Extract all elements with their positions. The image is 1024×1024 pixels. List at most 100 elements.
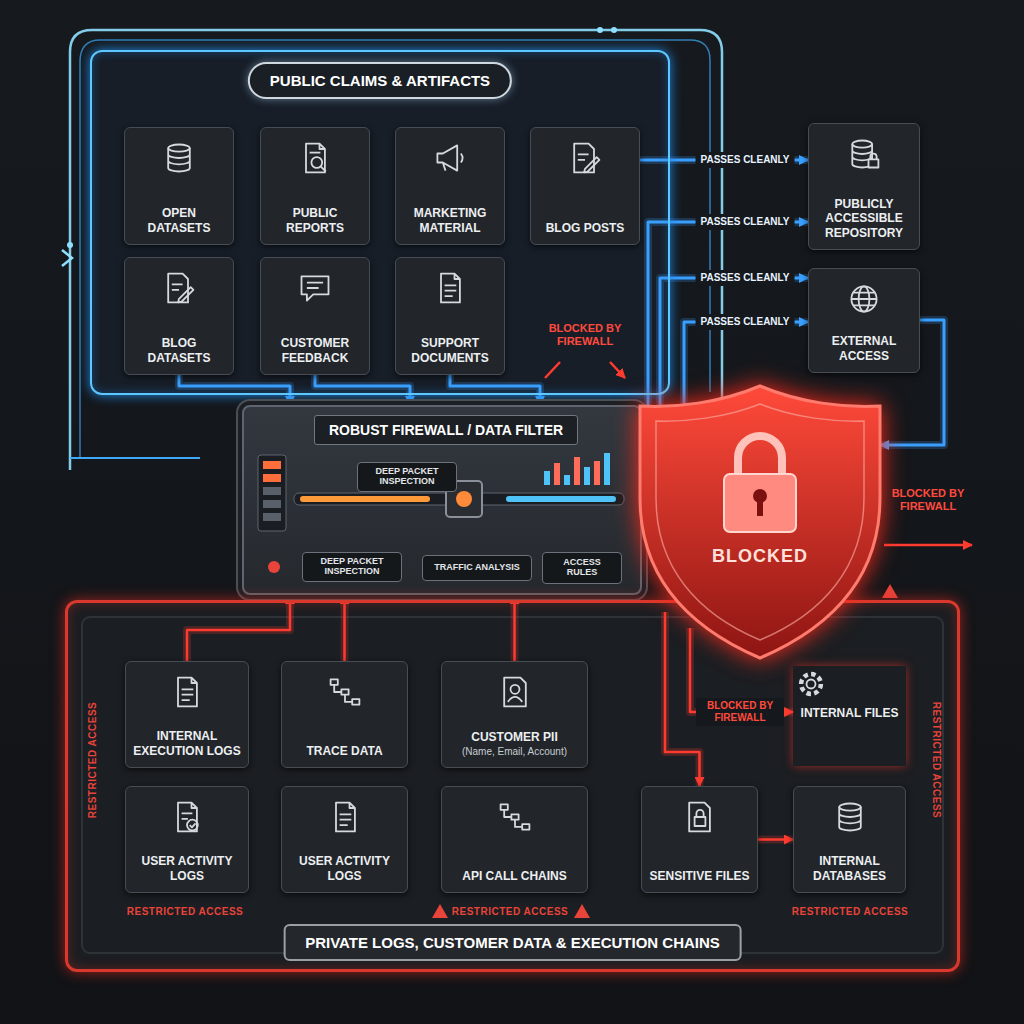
module-label: DEEP PACKET INSPECTION: [362, 467, 452, 487]
connector-glow: [758, 836, 793, 844]
gauge-bar: [263, 513, 281, 521]
text-stack: EXTERNAL ACCESS: [814, 334, 914, 363]
flow-arrow: [665, 612, 700, 786]
chart-bar: [544, 471, 550, 485]
glow-line: [70, 30, 722, 470]
icon-stroke: [500, 804, 507, 809]
blocked-arrows: [545, 362, 625, 378]
warning-triangle: [574, 904, 590, 918]
flow-arrow: [758, 838, 793, 841]
icon-stroke: [689, 803, 710, 832]
shield-art: [630, 378, 890, 663]
icon-stroke: [504, 678, 526, 707]
gauge-bar: [263, 500, 281, 508]
text-stack: INTERNAL FILES: [793, 706, 906, 720]
node-label: USER ACTIVITY LOGS: [131, 854, 243, 883]
gauge-bar: [263, 487, 281, 495]
icon-stroke: [851, 286, 876, 311]
gauge-bar: [263, 474, 281, 482]
region-title: ROBUST FIREWALL / DATA FILTER: [314, 415, 578, 445]
node-icon: [432, 140, 468, 176]
node-label: BLOG POSTS: [536, 221, 634, 235]
flow-arrow: [648, 222, 808, 408]
connector-glow: [315, 375, 410, 405]
data-box: USER ACTIVITY LOGS: [281, 786, 408, 893]
chart-bar: [574, 457, 580, 485]
edge-label: PASSES CLEANLY: [696, 270, 795, 286]
icon-stroke: [178, 287, 193, 302]
text-stack: PUBLICLY ACCESSIBLE REPOSITORY: [814, 197, 914, 240]
module-label: TRAFFIC ANALYSIS: [434, 563, 519, 573]
icon-stroke: [507, 697, 521, 702]
text-stack: PUBLIC REPORTS: [266, 206, 364, 235]
glow-dot: [611, 27, 617, 33]
chart-bar: [584, 467, 590, 485]
icon-stroke: [302, 276, 329, 300]
region-title: PRIVATE LOGS, CUSTOMER DATA & EXECUTION …: [283, 924, 742, 961]
icon-stroke: [584, 157, 599, 172]
text-stack: OPEN DATASETS: [130, 206, 228, 235]
connector-glow: [648, 222, 808, 408]
icon-stroke: [341, 689, 348, 694]
icon-stroke: [334, 685, 352, 702]
icon-stroke: [870, 154, 876, 160]
node-label: TRACE DATA: [287, 744, 402, 758]
status-light: [268, 561, 280, 573]
text-stack: INTERNAL EXECUTION LOGS: [131, 729, 243, 758]
restricted-tag: RESTRICTED ACCESS: [87, 702, 98, 818]
icon-stroke: [168, 145, 190, 152]
glow-line: [70, 457, 200, 459]
blocked-note: BLOCKED BY FIREWALL: [539, 322, 631, 348]
restricted-box: INTERNAL FILES: [793, 666, 906, 766]
lock-shackle: [738, 436, 782, 476]
data-box: TRACE DATA: [281, 661, 408, 768]
node-label: PUBLICLY ACCESSIBLE REPOSITORY: [814, 197, 914, 240]
icon-stroke: [869, 159, 879, 167]
gauge-bar: [263, 461, 281, 469]
data-box: SENSITIVE FILES: [641, 786, 758, 893]
text-stack: INTERNAL DATABASES: [799, 854, 900, 883]
icon-stroke: [839, 807, 861, 830]
text-stack: MARKETING MATERIAL: [401, 206, 499, 235]
node-icon: [682, 799, 718, 835]
node-label: INTERNAL EXECUTION LOGS: [131, 729, 243, 758]
signal-bar: [300, 496, 430, 502]
connector-glow: [511, 595, 519, 661]
text-stack: SUPPORT DOCUMENTS: [401, 336, 499, 365]
connector-glow: [187, 595, 290, 661]
firewall-panel: ROBUST FIREWALL / DATA FILTER DEEP PACKET…: [242, 405, 642, 595]
connector-glow: [450, 375, 540, 405]
icon-stroke: [178, 803, 197, 832]
edge-label: PASSES CLEANLY: [696, 214, 795, 230]
icon-stroke: [852, 141, 872, 148]
node-label: OPEN DATASETS: [130, 206, 228, 235]
node-label: MARKETING MATERIAL: [401, 206, 499, 235]
data-box: OPEN DATASETS: [124, 127, 234, 245]
data-box: SUPPORT DOCUMENTS: [395, 257, 505, 375]
text-stack: CUSTOMER PII(Name, Email, Account): [447, 730, 582, 758]
node-icon: [297, 140, 333, 176]
connector-glow: [665, 612, 700, 786]
signal-bar: [506, 496, 616, 502]
node-icon: [161, 270, 197, 306]
icon-stroke: [851, 293, 876, 306]
data-box: USER ACTIVITY LOGS: [125, 786, 249, 893]
icon-stroke: [187, 820, 198, 831]
data-box: INTERNAL DATABASES: [793, 786, 906, 893]
data-box: MARKETING MATERIAL: [395, 127, 505, 245]
node-label: INTERNAL FILES: [793, 706, 906, 720]
node-icon: [497, 674, 533, 710]
text-stack: BLOG DATASETS: [130, 336, 228, 365]
node-icon: [846, 136, 882, 172]
icon-stroke: [445, 285, 457, 296]
edge-label: PASSES CLEANLY: [696, 152, 795, 168]
icon-stroke: [437, 145, 462, 170]
icon-stroke: [178, 678, 197, 707]
icon-stroke: [336, 803, 355, 832]
node-label: PUBLIC REPORTS: [266, 206, 364, 235]
lock-body: [724, 474, 796, 532]
node-label: CUSTOMER PII: [447, 730, 582, 744]
filter-module: DEEP PACKET INSPECTION: [302, 552, 402, 582]
